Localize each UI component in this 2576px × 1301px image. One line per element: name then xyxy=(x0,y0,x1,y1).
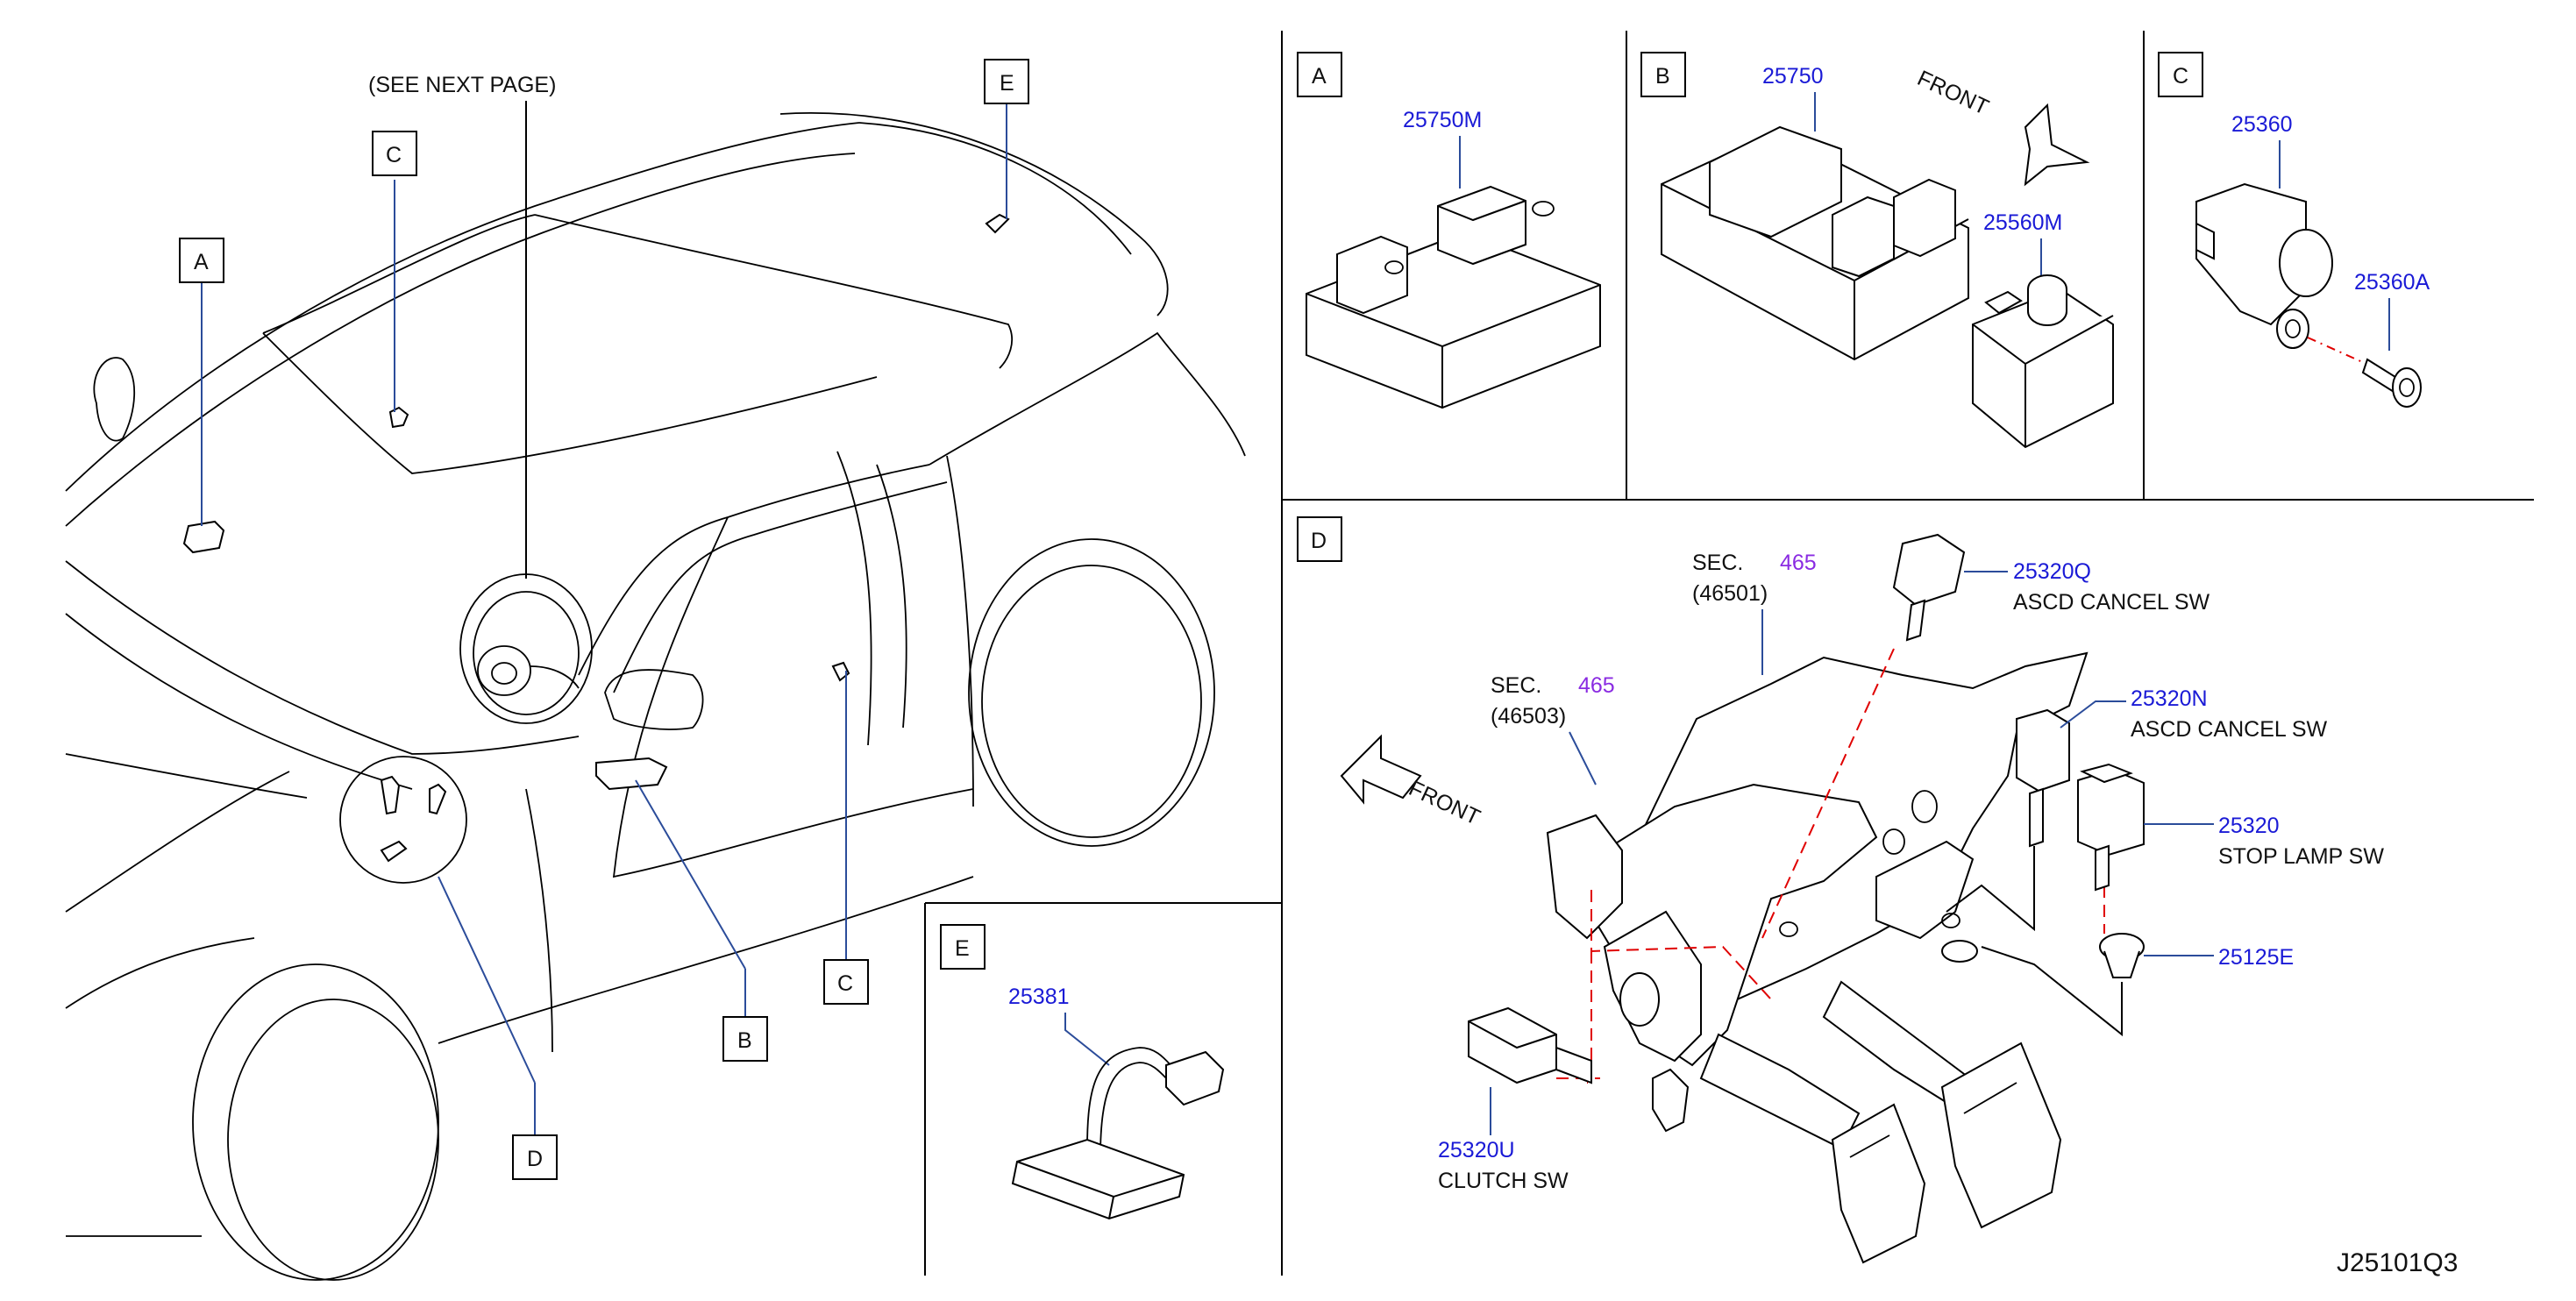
part-25320u: 25320U xyxy=(1438,1138,1515,1162)
part-25381: 25381 xyxy=(1008,985,1070,1009)
sec-46503-prefix: SEC. xyxy=(1491,673,1541,698)
front-arrow-b xyxy=(2024,103,2090,187)
callout-c-top-label: C xyxy=(386,143,402,167)
callout-c-bottom-label: C xyxy=(837,971,853,996)
switch-c xyxy=(2195,182,2333,349)
steering-wheel xyxy=(459,573,593,724)
callout-c-bottom xyxy=(823,959,869,1005)
clip-25125e xyxy=(2099,933,2145,978)
front-arrow-d xyxy=(1340,734,1422,805)
pedal-assembly xyxy=(1546,651,2089,1264)
screw-c xyxy=(2361,358,2422,408)
panel-c: C 25360 25360A xyxy=(2158,52,2430,408)
panel-d-box xyxy=(1297,516,1342,562)
mount-line-box xyxy=(1590,890,1772,1000)
see-next-page-label: (SEE NEXT PAGE) xyxy=(368,73,556,97)
sec-46503-sub: (46503) xyxy=(1491,704,1566,729)
panel-c-label: C xyxy=(2173,64,2188,89)
car-outline xyxy=(65,112,1246,1281)
switch-25320 xyxy=(2077,763,2145,892)
part-25320u-desc: CLUTCH SW xyxy=(1438,1169,1569,1193)
switch-25381 xyxy=(1011,1047,1225,1220)
sec-46501-prefix: SEC. xyxy=(1692,551,1743,575)
callout-b-label: B xyxy=(737,1028,752,1053)
switch-25320u xyxy=(1468,1006,1592,1084)
part-25320-desc: STOP LAMP SW xyxy=(2218,844,2384,869)
panel-e-label: E xyxy=(955,936,970,961)
part-25320n-desc: ASCD CANCEL SW xyxy=(2131,717,2328,742)
part-25125e: 25125E xyxy=(2218,945,2294,970)
panel-e: E 25381 xyxy=(940,924,1225,1220)
callout-e xyxy=(984,59,1029,104)
part-25320q: 25320Q xyxy=(2013,559,2091,584)
mirror-switch-b xyxy=(1972,274,2114,449)
part-25320q-desc: ASCD CANCEL SW xyxy=(2013,590,2210,615)
sec-46503-num: 465 xyxy=(1578,673,1615,698)
panel-d-label: D xyxy=(1311,529,1327,553)
panel-a-label: A xyxy=(1312,64,1327,89)
part-25360: 25360 xyxy=(2231,112,2293,137)
part-25320: 25320 xyxy=(2218,814,2280,838)
part-25320n: 25320N xyxy=(2131,686,2208,711)
part-25750m: 25750M xyxy=(1403,108,1482,132)
overview-leaders xyxy=(201,101,1007,1135)
callout-d xyxy=(512,1134,558,1180)
panel-c-box xyxy=(2158,52,2203,97)
overview-callouts: (SEE NEXT PAGE) C A E C B D xyxy=(179,59,1029,1180)
panel-b-label: B xyxy=(1655,64,1670,89)
panel-d-front-label: FRONT xyxy=(1405,776,1484,830)
diagram-code: J25101Q3 xyxy=(2337,1248,2458,1277)
part-25560m: 25560M xyxy=(1983,210,2062,235)
callout-e-label: E xyxy=(1000,71,1014,96)
panel-b: B 25750 25560M FRONT xyxy=(1640,52,2114,449)
mount-line-left xyxy=(1587,951,1592,1084)
panel-a: A 25750M xyxy=(1297,52,1601,409)
car-part-marks xyxy=(182,213,1010,884)
part-25750: 25750 xyxy=(1762,64,1824,89)
window-switch-b xyxy=(1661,125,1969,361)
mount-line-25320q xyxy=(1761,648,1895,939)
switch-25320q xyxy=(1892,533,1966,642)
callout-a xyxy=(179,238,224,283)
callout-b xyxy=(722,1016,768,1062)
panel-b-box xyxy=(1640,52,1686,97)
panel-d: D FRONT SEC. 465 (46501) SEC. 465 (46503… xyxy=(1297,516,2384,1264)
callout-d-label: D xyxy=(527,1147,543,1171)
sec-46501-num: 465 xyxy=(1780,551,1817,575)
panel-frame xyxy=(924,31,2534,1276)
callout-a-label: A xyxy=(194,250,209,274)
part-25360a: 25360A xyxy=(2354,270,2430,295)
window-switch-a xyxy=(1306,185,1601,409)
panel-a-box xyxy=(1297,52,1342,97)
panel-b-front-label: FRONT xyxy=(1913,66,1992,120)
panel-e-box xyxy=(940,924,986,970)
switch-25320n xyxy=(2016,708,2070,848)
callout-c-top xyxy=(372,131,417,176)
sec-46501-sub: (46501) xyxy=(1692,581,1768,606)
